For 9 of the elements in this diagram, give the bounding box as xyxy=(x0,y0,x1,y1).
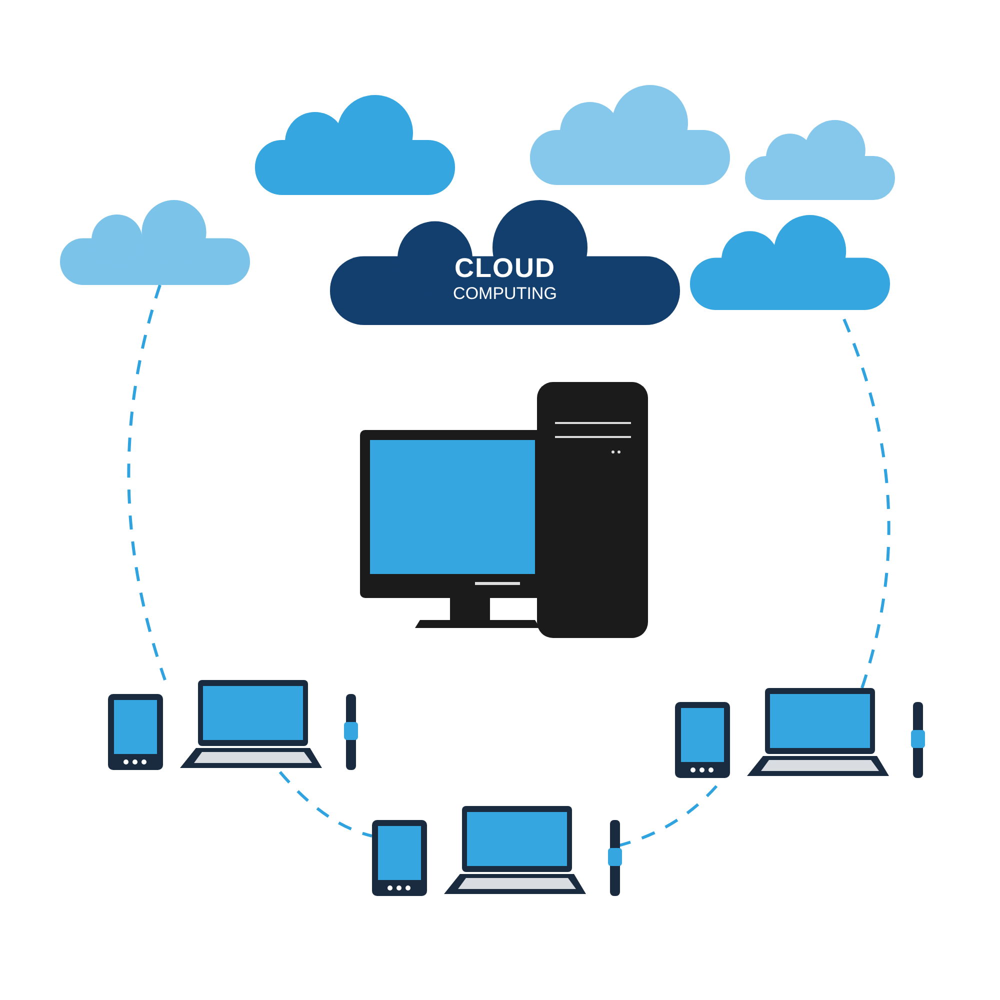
cloud-shape xyxy=(745,120,895,200)
dashed-connector xyxy=(127,284,166,680)
cloud-subtitle: COMPUTING xyxy=(453,284,557,304)
cloud-shape xyxy=(60,200,250,285)
cloud-shape xyxy=(255,95,455,195)
dashed-connector xyxy=(278,771,372,838)
cloud-shape xyxy=(530,85,730,185)
cloud-shape xyxy=(690,215,890,310)
cloud-title: CLOUD xyxy=(454,252,556,284)
